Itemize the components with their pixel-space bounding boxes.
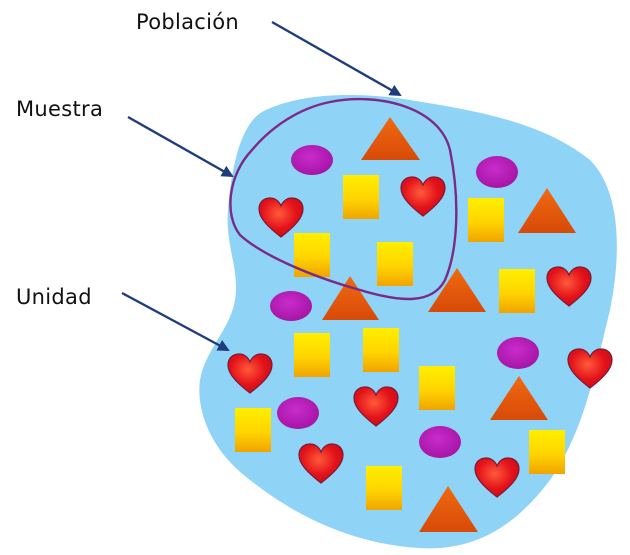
triangle-unit bbox=[322, 276, 379, 320]
oval-unit bbox=[291, 145, 333, 175]
triangle-unit bbox=[490, 376, 548, 420]
population-arrow bbox=[271, 20, 402, 97]
unit-label: Unidad bbox=[16, 285, 92, 309]
sample-arrow bbox=[127, 115, 234, 178]
square-unit bbox=[235, 408, 271, 452]
unit-arrow bbox=[121, 291, 230, 352]
population-label: Población bbox=[136, 10, 240, 34]
square-unit bbox=[499, 269, 535, 313]
square-unit bbox=[529, 430, 565, 474]
square-unit bbox=[377, 242, 413, 286]
square-unit bbox=[366, 466, 402, 510]
sample-label: Muestra bbox=[16, 97, 104, 121]
square-unit bbox=[468, 198, 504, 242]
triangle-unit bbox=[428, 268, 486, 312]
square-unit bbox=[419, 366, 455, 410]
square-unit bbox=[294, 233, 330, 277]
oval-unit bbox=[419, 426, 461, 458]
oval-unit bbox=[476, 156, 518, 188]
sample-outline bbox=[229, 98, 458, 301]
oval-unit bbox=[277, 397, 319, 429]
triangle-unit bbox=[361, 117, 420, 160]
population-region bbox=[199, 95, 617, 549]
oval-unit bbox=[497, 337, 539, 369]
oval-unit bbox=[270, 291, 312, 321]
triangle-unit bbox=[419, 486, 478, 532]
triangle-unit bbox=[518, 188, 576, 233]
square-unit bbox=[343, 175, 379, 219]
square-unit bbox=[363, 328, 399, 372]
square-unit bbox=[294, 333, 330, 377]
